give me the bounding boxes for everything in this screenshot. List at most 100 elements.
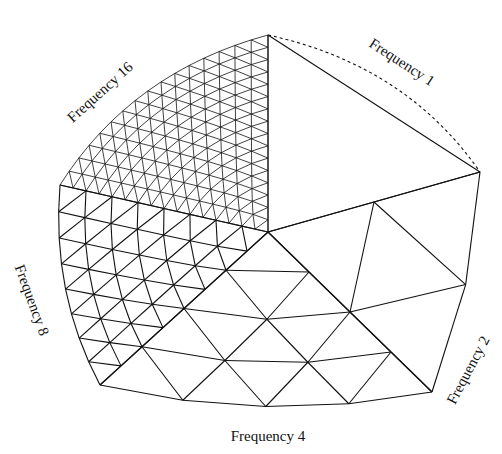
mesh-line (171, 179, 174, 195)
mesh-line (209, 166, 222, 175)
mesh-line (195, 171, 197, 185)
mesh-line (129, 155, 142, 158)
mesh-line (187, 198, 190, 214)
mesh-line (155, 161, 157, 176)
mesh-line (204, 52, 219, 59)
mesh-line (180, 154, 194, 158)
mesh-line (242, 226, 247, 251)
mesh-line (268, 183, 269, 195)
mesh-line (152, 304, 184, 308)
mesh-line (89, 145, 102, 148)
mesh-line (255, 220, 268, 229)
mesh-line (134, 186, 138, 203)
mesh-line (235, 65, 251, 71)
mesh-line (237, 164, 252, 171)
mesh-line (235, 133, 236, 146)
mesh-line (251, 121, 268, 126)
mesh-line (268, 146, 269, 158)
mesh-line (86, 177, 95, 191)
mesh-line (251, 102, 268, 109)
mesh-line (252, 183, 268, 189)
mesh-line (213, 204, 216, 220)
mesh-line (184, 309, 267, 320)
mesh-line (69, 171, 73, 188)
mesh-line (235, 120, 236, 133)
mesh-line (163, 100, 176, 109)
mesh-line (69, 171, 82, 174)
mesh-line (189, 58, 204, 65)
mesh-line (151, 206, 164, 209)
mesh-line (252, 201, 268, 207)
mesh-line (223, 171, 237, 180)
mesh-line (251, 126, 268, 133)
mesh-line (251, 151, 252, 163)
mesh-line (183, 400, 266, 406)
mesh-line (226, 270, 267, 319)
mesh-line (144, 280, 152, 304)
mesh-line (94, 294, 123, 299)
mesh-line (211, 179, 223, 189)
mesh-line (105, 164, 108, 180)
mesh-line (189, 66, 190, 79)
mesh-line (190, 214, 203, 217)
mesh-line (184, 183, 187, 198)
mesh-line (142, 347, 183, 400)
mesh-line (223, 179, 224, 193)
mesh-line (155, 161, 168, 164)
mesh-line (162, 95, 176, 99)
mesh-line (144, 173, 147, 189)
mesh-line (237, 183, 252, 188)
mesh-line (139, 255, 144, 280)
mesh-line (206, 148, 208, 161)
mesh-line (176, 91, 190, 99)
mesh-line (112, 249, 139, 255)
mesh-line (204, 84, 219, 90)
mesh-line (112, 183, 121, 197)
mesh-line (152, 132, 166, 136)
mesh-line (116, 275, 122, 300)
mesh-line (137, 209, 164, 230)
mesh-line (89, 249, 113, 269)
mesh-line (111, 122, 124, 125)
mesh-line (226, 207, 229, 223)
mesh-line (61, 264, 65, 289)
mesh-line (236, 158, 237, 171)
mesh-line (82, 174, 95, 177)
mesh-line (193, 135, 206, 144)
mesh-line (131, 170, 144, 173)
sector-mesh (100, 232, 432, 406)
mesh-line (89, 343, 110, 362)
mesh-line (118, 155, 129, 167)
mesh-line (142, 347, 225, 361)
mesh-line (187, 198, 200, 201)
mesh-line (226, 251, 247, 270)
mesh-line (191, 109, 205, 117)
mesh-line (187, 186, 198, 198)
mesh-line (178, 117, 191, 126)
mesh-line (268, 35, 480, 172)
mesh-line (191, 117, 193, 130)
mesh-line (252, 151, 268, 158)
mesh-line (59, 238, 61, 264)
mesh-line (200, 201, 213, 204)
mesh-line (251, 65, 252, 77)
mesh-line (197, 186, 199, 201)
mesh-line (308, 312, 350, 362)
mesh-line (216, 220, 229, 223)
mesh-line (137, 229, 139, 255)
mesh-line (59, 191, 86, 212)
mesh-line (182, 168, 196, 172)
mesh-line (349, 352, 391, 404)
mesh-line (134, 186, 147, 189)
mesh-line (217, 246, 247, 251)
mesh-line (253, 214, 255, 229)
mesh-line (102, 136, 113, 148)
mesh-line (71, 314, 79, 338)
mesh-line (190, 220, 216, 240)
mesh-line (235, 95, 251, 102)
mesh-line (237, 183, 239, 196)
mesh-line (268, 109, 269, 121)
mesh-line (131, 304, 152, 323)
mesh-line (204, 64, 219, 71)
mesh-line (150, 109, 163, 119)
